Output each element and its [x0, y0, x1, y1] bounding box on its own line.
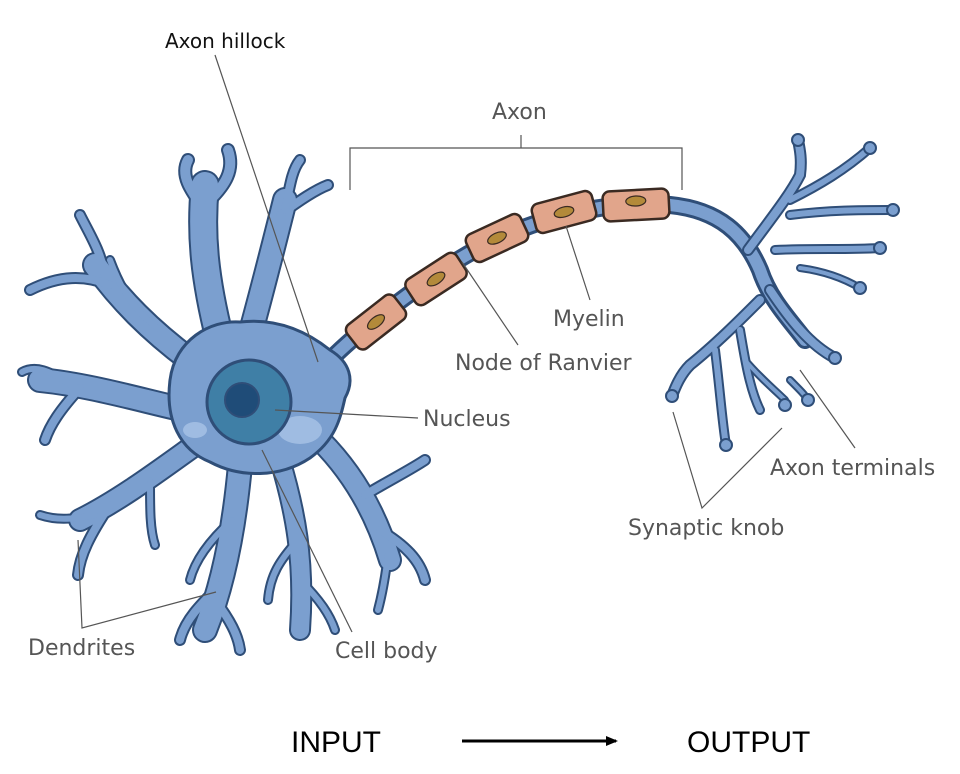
label-axon-terminals: Axon terminals — [770, 456, 935, 481]
synaptic-knob-leader — [672, 411, 783, 510]
myelin-segment — [530, 189, 598, 235]
synaptic-knob — [665, 389, 679, 403]
label-axon-hillock: Axon hillock — [165, 29, 286, 53]
synaptic-knob — [801, 393, 815, 407]
signal-flow: INPUT OUTPUT — [291, 726, 810, 759]
axon-hillock-leader — [214, 54, 319, 363]
axon-terminals-leader — [799, 369, 856, 449]
node-of-ranvier-leader — [461, 261, 519, 346]
synaptic-knob — [778, 398, 792, 412]
myelin-segment — [464, 212, 530, 264]
dendrites-leader — [77, 539, 217, 629]
synaptic-knob — [886, 203, 900, 217]
synaptic-knobs — [665, 133, 900, 452]
synaptic-knob — [853, 281, 867, 295]
nucleus-shape — [205, 358, 293, 446]
cell-body-leader — [261, 449, 353, 633]
label-nucleus: Nucleus — [423, 407, 511, 432]
nucleus-leader — [274, 409, 419, 419]
axon-terminal-branches — [666, 134, 898, 450]
label-axon: Axon — [492, 100, 547, 125]
myelin-segment — [404, 251, 468, 307]
axon-bracket — [349, 135, 683, 190]
labels: Axon hillock Axon Myelin Node of Ranvier… — [28, 29, 935, 664]
myelin-segment — [344, 293, 408, 351]
leader-lines — [77, 54, 856, 633]
myelin-leader — [565, 225, 591, 301]
synaptic-knob — [828, 351, 842, 365]
synaptic-knob — [873, 241, 887, 255]
synaptic-knob — [863, 141, 877, 155]
myelin-segment — [601, 187, 671, 223]
flow-input-label: INPUT — [291, 726, 381, 759]
synaptic-knob — [719, 438, 733, 452]
label-cell-body: Cell body — [335, 639, 438, 664]
label-dendrites: Dendrites — [28, 636, 135, 661]
synaptic-knob — [791, 133, 805, 147]
label-myelin: Myelin — [553, 307, 625, 332]
label-node-of-ranvier: Node of Ranvier — [455, 351, 633, 376]
label-synaptic-knob: Synaptic knob — [628, 516, 784, 541]
myelin-sheath — [344, 187, 671, 351]
neuron-illustration — [17, 133, 900, 656]
flow-output-label: OUTPUT — [687, 726, 810, 759]
